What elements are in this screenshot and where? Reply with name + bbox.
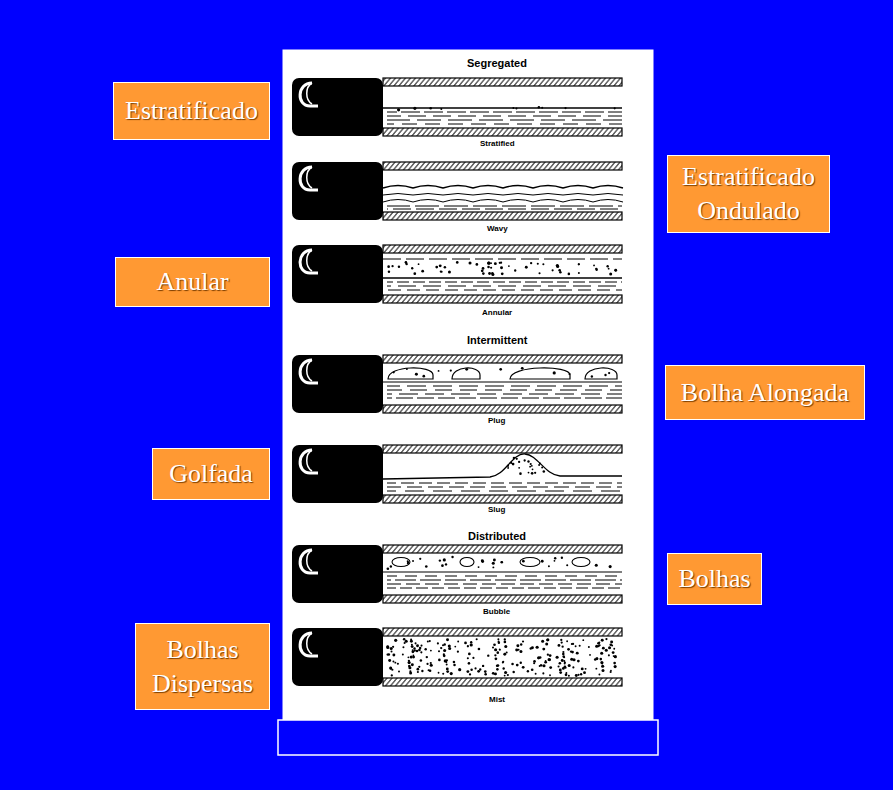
regime-name: Estratificado <box>125 94 258 128</box>
pipe-slug <box>292 445 622 503</box>
pattern-caption: Wavy <box>487 225 508 233</box>
pipe-stratified <box>292 78 622 136</box>
section-heading: Intermittent <box>467 335 528 346</box>
regime-name: Golfada <box>169 457 253 491</box>
empty-caption-box <box>278 720 658 755</box>
pattern-caption: Stratified <box>480 140 515 148</box>
pattern-caption: Plug <box>488 417 505 425</box>
pattern-caption: Slug <box>488 506 505 514</box>
regime-name: Estratificado Ondulado <box>673 160 824 228</box>
regime-label-box: Bolhas <box>667 553 762 605</box>
regime-label-box: Golfada <box>152 448 270 500</box>
regime-label-box: Bolhas Dispersas <box>135 623 270 710</box>
regime-name: Anular <box>156 265 228 299</box>
pattern-caption: Annular <box>482 309 512 317</box>
pattern-caption: Mist <box>489 696 505 704</box>
regime-name: Bolhas Dispersas <box>141 633 264 701</box>
section-heading: Segregated <box>467 58 527 69</box>
regime-label-box: Estratificado Ondulado <box>667 155 830 233</box>
pipe-mist <box>292 628 622 686</box>
regime-label-box: Estratificado <box>113 82 270 140</box>
pipe-drawings <box>292 78 623 686</box>
pattern-caption: Bubble <box>483 608 510 616</box>
pipe-annular <box>292 245 622 303</box>
regime-label-box: Anular <box>115 257 270 307</box>
section-heading: Distributed <box>468 531 526 542</box>
pipe-plug <box>292 355 622 413</box>
regime-name: Bolha Alongada <box>681 376 849 410</box>
regime-name: Bolhas <box>678 562 750 596</box>
pipe-bubble <box>292 545 622 603</box>
regime-label-box: Bolha Alongada <box>665 365 865 420</box>
white-panel <box>283 50 653 720</box>
pipe-wavy <box>292 162 623 220</box>
